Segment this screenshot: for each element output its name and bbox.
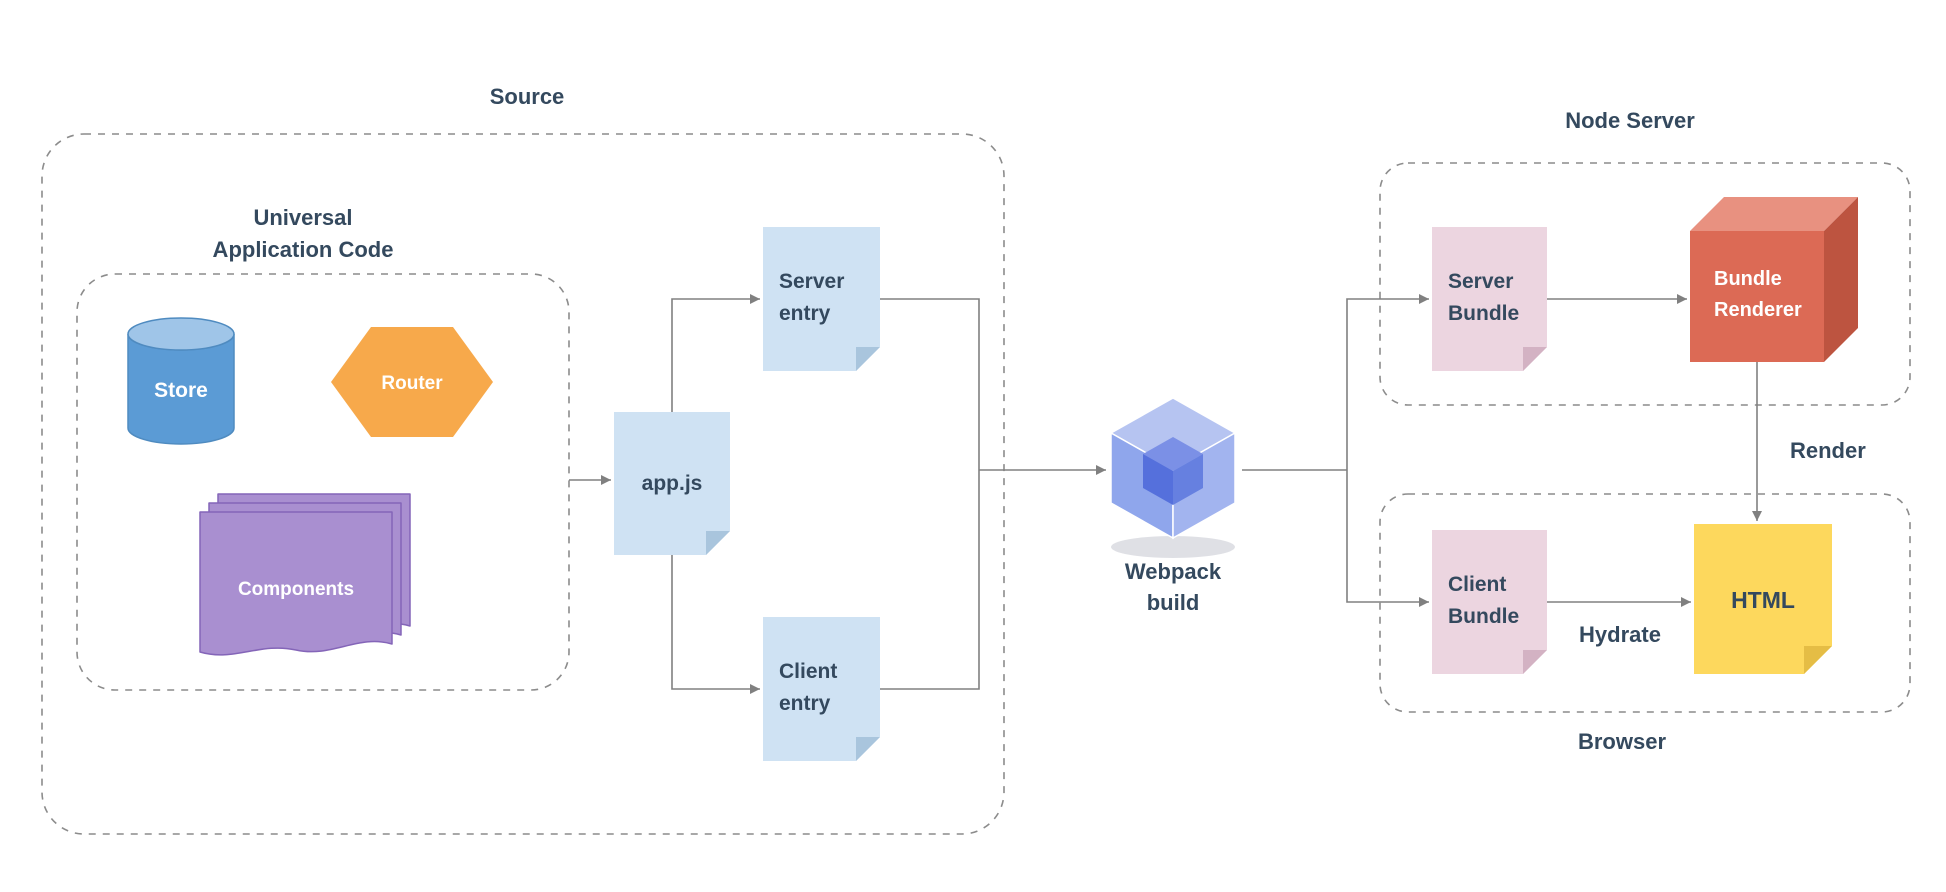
appjs-document-body — [614, 412, 730, 555]
connector-lines — [880, 298, 1347, 690]
arrow-webpack-to-server-bundle — [1346, 294, 1429, 470]
client-entry-label: Client entry — [779, 656, 837, 720]
bundle-renderer-front-face — [1690, 231, 1824, 362]
server-entry-document — [763, 227, 880, 371]
server-entry-document-fold — [856, 347, 880, 371]
bundle-renderer-top-face — [1690, 197, 1858, 231]
appjs-document — [614, 412, 730, 555]
appjs-label: app.js — [641, 472, 703, 495]
server-bundle-label: Server Bundle — [1448, 266, 1519, 330]
webpack-label-line1: Webpack — [1124, 559, 1222, 584]
client-entry-document — [763, 617, 880, 761]
bundle-renderer-label-line1: Bundle — [1714, 268, 1782, 290]
client-bundle-document-fold — [1523, 650, 1547, 674]
line-client-entry-to-junction — [880, 470, 980, 690]
bundle-renderer-label: Bundle Renderer — [1714, 264, 1802, 326]
router-hexagon — [331, 327, 493, 437]
server-bundle-document-fold — [1523, 347, 1547, 371]
client-bundle-label-line2: Bundle — [1448, 605, 1520, 628]
server-entry-label-line2: entry — [779, 302, 831, 325]
browser-box — [1379, 493, 1911, 713]
webpack-inner-right-face — [1173, 454, 1203, 505]
source-box — [41, 133, 1005, 835]
bundle-renderer-cube — [1690, 197, 1858, 362]
arrow-webpack-to-client-bundle — [1346, 470, 1429, 607]
server-bundle-document — [1432, 227, 1547, 371]
browser-label: Browser — [1577, 729, 1667, 754]
node-server-box — [1379, 162, 1911, 406]
client-entry-label-line2: entry — [779, 692, 831, 715]
components-stack — [199, 493, 411, 656]
server-bundle-label-line2: Bundle — [1448, 302, 1520, 325]
render-label: Render — [1790, 438, 1866, 463]
client-entry-document-fold — [856, 737, 880, 761]
html-note — [1694, 524, 1832, 674]
bundle-renderer-side-face — [1824, 197, 1858, 362]
server-bundle-document-body — [1432, 227, 1547, 371]
server-entry-document-body — [763, 227, 880, 371]
webpack-shadow — [1111, 536, 1235, 558]
universal-application-label-line1: Universal — [253, 205, 353, 230]
bundle-renderer-label-line2: Renderer — [1714, 299, 1802, 321]
appjs-document-fold — [706, 531, 730, 555]
client-entry-document-body — [763, 617, 880, 761]
universal-application-box — [76, 273, 570, 691]
html-label: HTML — [1731, 587, 1795, 613]
html-note-body — [1694, 524, 1832, 674]
client-entry-label-line1: Client — [779, 660, 838, 683]
arrow-appjs-to-client-entry — [671, 555, 760, 694]
webpack-label-line2: build — [1146, 590, 1200, 615]
universal-application-label-line2: Application Code — [212, 237, 394, 262]
line-server-entry-to-junction — [880, 298, 980, 470]
components-sheet-front — [199, 511, 393, 656]
components-label: Components — [237, 579, 355, 600]
server-entry-label: Server entry — [779, 266, 844, 330]
router-label: Router — [381, 373, 443, 394]
client-bundle-document — [1432, 530, 1547, 674]
html-note-fold — [1804, 646, 1832, 674]
universal-application-label: Universal Application Code — [213, 202, 394, 266]
hydrate-label: Hydrate — [1579, 622, 1661, 647]
webpack-inner-left-face — [1143, 454, 1173, 505]
client-bundle-label: Client Bundle — [1448, 569, 1519, 633]
store-cylinder-top — [127, 317, 235, 351]
node-server-label: Node Server — [1565, 108, 1695, 133]
store-label: Store — [154, 379, 208, 402]
webpack-label: Webpack build — [1125, 556, 1221, 618]
server-bundle-label-line1: Server — [1448, 270, 1514, 293]
arrows — [569, 294, 1762, 694]
client-bundle-document-body — [1432, 530, 1547, 674]
source-label: Source — [489, 84, 565, 109]
server-entry-label-line1: Server — [779, 270, 845, 293]
store-cylinder — [127, 317, 235, 445]
webpack-logo — [1109, 397, 1237, 558]
arrow-appjs-to-server-entry — [671, 294, 760, 412]
client-bundle-label-line1: Client — [1448, 573, 1507, 596]
